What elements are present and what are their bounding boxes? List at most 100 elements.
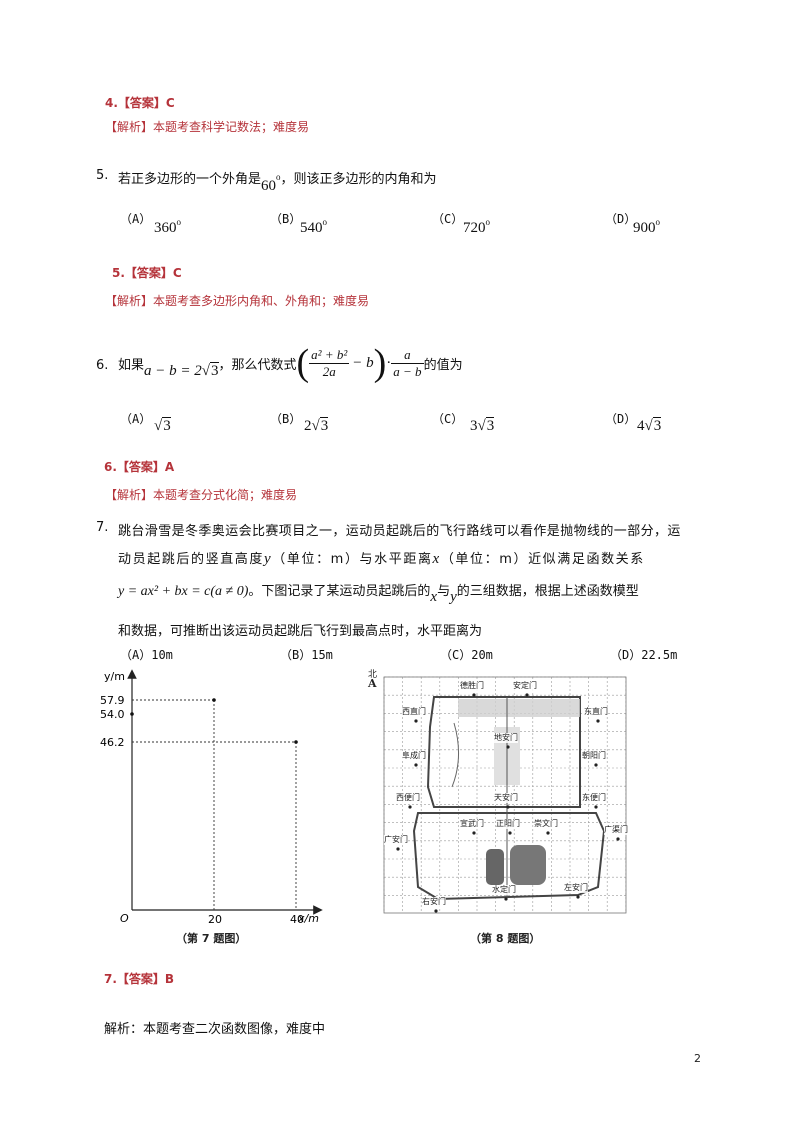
gate-dot (434, 909, 438, 913)
gate-dot (508, 831, 512, 835)
inner-city-wall (426, 696, 581, 808)
outer-city-wall (412, 812, 606, 901)
q7-var-y2: y (450, 589, 457, 605)
gate-label: 广安门 (384, 835, 408, 845)
q5-option-a-value: 360o (154, 217, 182, 237)
y-tick-label: 57.9 (100, 694, 125, 707)
gate-dot (546, 831, 550, 835)
q5-c-num: 720 (463, 220, 486, 236)
q5-angle: 60o (261, 172, 281, 194)
q7-line3-c: 的三组数据，根据上述函数模型 (456, 584, 639, 599)
dot-operator: · (386, 354, 392, 371)
q7-line2-a: 动员起跳后的竖直高度 (118, 552, 265, 567)
data-point (294, 740, 298, 744)
gate-label: 水定门 (492, 885, 516, 895)
lake (451, 722, 460, 788)
q7-var-x2: x (430, 589, 438, 605)
q7-and: 与 (437, 584, 451, 599)
q7-var-x: x (432, 551, 441, 567)
q6-condition: a − b = 2√3 (144, 361, 219, 380)
gate-label: 安定门 (513, 681, 537, 691)
q5-option-c-label: （C） (432, 212, 464, 226)
q5-angle-value: 60 (261, 178, 277, 194)
q6-a-rad: 3 (162, 417, 171, 434)
gate-dot (504, 897, 508, 901)
q5-option-a-label: （A） (120, 212, 152, 226)
y-tick-label: 54.0 (100, 708, 125, 721)
q5-option-d-label: （D） (605, 212, 637, 226)
q6-number: 6. (96, 358, 109, 373)
q5-b-num: 540 (300, 220, 323, 236)
x-tick-label: 20 (208, 913, 222, 926)
q6-frac1-num: a² + b² (309, 346, 350, 364)
q6-b-rad: 3 (319, 417, 329, 434)
gate-dot (472, 693, 476, 697)
q7-number: 7. (96, 520, 109, 535)
y-axis-label: y/m (104, 670, 125, 683)
gate-label: 地安门 (494, 733, 518, 743)
data-point (212, 698, 216, 702)
q6-frac2-den: a − b (393, 363, 422, 379)
origin-label: O (120, 912, 129, 925)
q6-stem-a: 如果 (118, 357, 145, 373)
sqrt-sign: √ (311, 418, 320, 434)
q7-answer: 7.【答案】B (104, 972, 175, 986)
map-svg (383, 676, 627, 914)
gate-dot (396, 847, 400, 851)
right-paren: ) (373, 342, 387, 384)
page-number: 2 (694, 1052, 701, 1065)
q7-option-b: （B）15m (280, 648, 333, 662)
q5-option-d-value: 900o (633, 217, 660, 237)
map-frame (383, 676, 627, 914)
gate-label: 天安门 (494, 793, 518, 803)
gate-label: 西便门 (396, 793, 420, 803)
q6-option-d-value: 4√3 (637, 417, 662, 435)
q6-minus-b: − b (352, 354, 374, 371)
data-point (130, 712, 134, 716)
q5-d-num: 900 (633, 220, 656, 236)
gate-dot (596, 719, 600, 723)
q6-option-a-value: √3 (154, 417, 171, 435)
gate-label: 阜成门 (402, 751, 426, 761)
q7-option-a: （A）10m (120, 648, 173, 662)
q5-stem-a: 若正多边形的一个外角是 (118, 172, 262, 187)
q5-option-b-label: （B） (270, 212, 302, 226)
gate-dot (594, 805, 598, 809)
q6-option-c-label: （C） (432, 412, 464, 426)
q7-line4: 和数据，可推断出该运动员起跳后飞行到最高点时，水平距离为 (118, 624, 483, 639)
q7-line3-b: 。下图记录了某运动员起跳后的 (248, 584, 431, 599)
degree-mark: o (322, 217, 328, 227)
q7-formula: y = ax² + bx = c(a ≠ 0) (118, 584, 249, 599)
q7-option-c: （C）20m (440, 648, 493, 662)
gate-dot (576, 895, 580, 899)
q6-answer: 6.【答案】A (104, 460, 175, 474)
gate-label: 西直门 (402, 707, 426, 717)
q5-stem: 若正多边形的一个外角是60o，则该正多边形的内角和为 (118, 168, 437, 194)
q7-line2-c: （单位：m）近似满足函数关系 (440, 552, 645, 567)
north-arrow-icon: A (368, 677, 377, 690)
degree-mark: o (176, 217, 182, 227)
q6-stem-c: 的值为 (423, 357, 463, 373)
gate-dot (506, 805, 510, 809)
x-tick-label: 40 (290, 913, 304, 926)
q6-cond-rad: 3 (210, 361, 219, 379)
q4-answer: 4.【答案】C (105, 96, 175, 110)
gate-dot (616, 837, 620, 841)
gate-label: 德胜门 (460, 681, 484, 691)
q5-answer: 5.【答案】C (112, 266, 182, 280)
figure-8-caption: （第 8 题图） (470, 932, 541, 945)
q6-option-d-label: （D） (605, 412, 637, 426)
gate-label: 朝阳门 (582, 751, 606, 761)
gate-dot (414, 719, 418, 723)
q5-option-c-value: 720o (463, 217, 490, 237)
q7-line1: 跳台滑雪是冬季奥运会比赛项目之一，运动员起跳后的飞行路线可以看作是抛物线的一部分… (118, 524, 681, 539)
gate-label: 左安门 (564, 883, 588, 893)
gate-dot (472, 831, 476, 835)
q6-option-b-value: 2√3 (304, 417, 329, 435)
q6-d-rad: 3 (652, 417, 662, 434)
q7-analysis: 解析：本题考查二次函数图像，难度中 (104, 1022, 326, 1037)
q7-line2: 动员起跳后的竖直高度y（单位：m）与水平距离x（单位：m）近似满足函数关系 (118, 548, 645, 568)
